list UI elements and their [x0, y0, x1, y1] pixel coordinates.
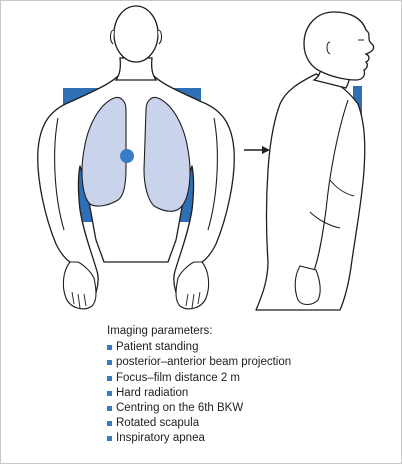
imaging-parameters: Imaging parameters: Patient standing pos… — [107, 324, 291, 447]
arrow-right-icon — [244, 146, 270, 154]
parameter-text: posterior–anterior beam projection — [116, 356, 292, 369]
side-view-head — [303, 11, 375, 81]
parameter-text: Rotated scapula — [116, 417, 200, 430]
parameter-item: posterior–anterior beam projection — [107, 355, 291, 370]
square-bullet-icon — [107, 375, 112, 381]
parameter-item: Patient standing — [107, 340, 291, 355]
parameter-text: Focus–film distance 2 m — [116, 371, 240, 384]
parameter-item: Rotated scapula — [107, 416, 291, 431]
square-bullet-icon — [107, 390, 112, 396]
square-bullet-icon — [107, 436, 112, 442]
parameter-item: Inspiratory apnea — [107, 431, 291, 446]
side-view-arm-contour — [311, 99, 349, 277]
parameter-text: Inspiratory apnea — [116, 432, 205, 445]
side-view-hand — [294, 265, 321, 306]
side-view-ear — [326, 41, 331, 55]
imaging-parameters-list: Patient standing posterior–anterior beam… — [107, 340, 291, 446]
back-view-left-hand — [62, 261, 97, 310]
centring-point-icon — [120, 149, 134, 163]
parameter-text: Hard radiation — [116, 386, 189, 399]
square-bullet-icon — [107, 360, 112, 366]
back-view-left-fingers — [71, 291, 87, 309]
back-view-right-fingers — [185, 291, 201, 309]
parameter-text: Patient standing — [116, 341, 199, 354]
square-bullet-icon — [107, 421, 112, 427]
left-lung — [81, 96, 127, 207]
square-bullet-icon — [107, 406, 112, 412]
parameter-text: Centring on the 6th BKW — [116, 402, 244, 415]
chest-xray-positioning-illustration — [37, 5, 375, 311]
side-view-body — [255, 73, 366, 311]
back-view-head — [113, 5, 159, 63]
side-view-shoulder-line — [309, 179, 355, 229]
square-bullet-icon — [107, 345, 112, 351]
right-lung — [143, 96, 191, 212]
back-view-left-arm-contour — [54, 117, 65, 231]
back-view-body — [37, 75, 235, 305]
parameter-item: Hard radiation — [107, 386, 291, 401]
back-view-ear-left — [109, 29, 115, 45]
parameter-item: Centring on the 6th BKW — [107, 401, 291, 416]
back-view-ear-right — [157, 29, 163, 45]
back-view-right-arm-contour — [207, 117, 218, 231]
back-view-neck — [114, 57, 158, 81]
imaging-parameters-heading: Imaging parameters: — [107, 325, 213, 337]
back-view-right-hand — [175, 261, 210, 310]
parameter-item: Focus–film distance 2 m — [107, 371, 291, 386]
